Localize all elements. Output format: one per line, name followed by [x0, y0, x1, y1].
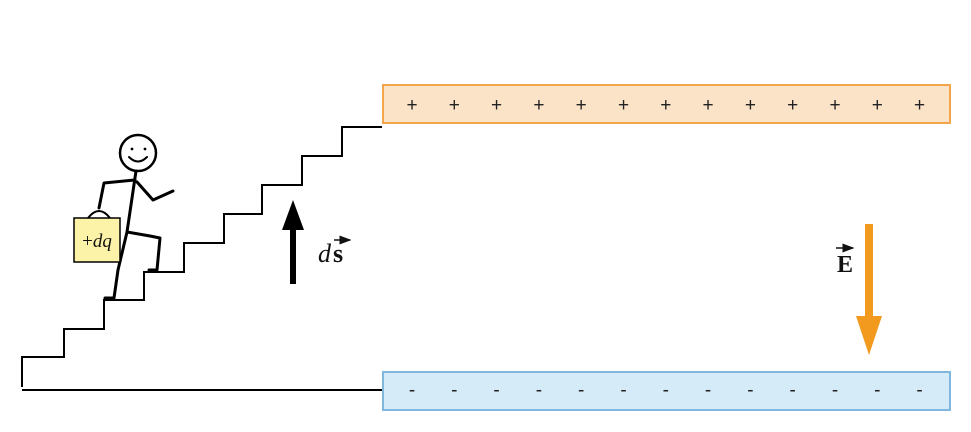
negative-charge-sign: - — [705, 380, 711, 401]
negative-charge-sign: - — [916, 380, 922, 401]
field-label: E — [836, 243, 855, 278]
negative-charge-sign: - — [832, 380, 838, 401]
displacement-arrow — [282, 200, 304, 284]
positive-charge-sign: + — [491, 95, 502, 116]
positive-plate: + + + + + + + + + + + + + — [382, 84, 951, 124]
positive-charge-sign: + — [406, 95, 417, 116]
positive-charge-sign: + — [660, 95, 671, 116]
negative-plate: ------------- — [382, 371, 951, 411]
negative-charge-sign: - — [409, 380, 415, 401]
positive-charge-sign: + — [703, 95, 714, 116]
positive-charge-sign: + — [829, 95, 840, 116]
positive-charge-sign: + — [914, 95, 925, 116]
charge-bag: +dq — [73, 210, 121, 263]
positive-charge-sign: + — [449, 95, 460, 116]
displacement-label-d: d — [318, 239, 332, 268]
field-label-text: E — [837, 252, 853, 278]
negative-charge-sign: - — [578, 380, 584, 401]
negative-charge-sign: - — [493, 380, 499, 401]
negative-charge-sign: - — [663, 380, 669, 401]
displacement-label-s: s — [333, 239, 343, 268]
positive-charge-sign: + — [787, 95, 798, 116]
charge-label: +dq — [82, 231, 112, 252]
negative-charge-sign: - — [747, 380, 753, 401]
negative-charge-sign: - — [620, 380, 626, 401]
positive-charge-sign: + — [872, 95, 883, 116]
positive-charge-sign: + — [745, 95, 756, 116]
staircase — [21, 126, 383, 391]
positive-charge-sign: + — [618, 95, 629, 116]
stick-figure-icon — [97, 133, 175, 300]
negative-charge-sign: - — [451, 380, 457, 401]
positive-charge-sign: + — [533, 95, 544, 116]
field-arrow — [856, 224, 882, 355]
negative-charge-sign: - — [790, 380, 796, 401]
displacement-label: d s — [318, 235, 352, 268]
positive-charge-sign: + — [576, 95, 587, 116]
negative-charge-sign: - — [536, 380, 542, 401]
negative-charge-sign: - — [874, 380, 880, 401]
